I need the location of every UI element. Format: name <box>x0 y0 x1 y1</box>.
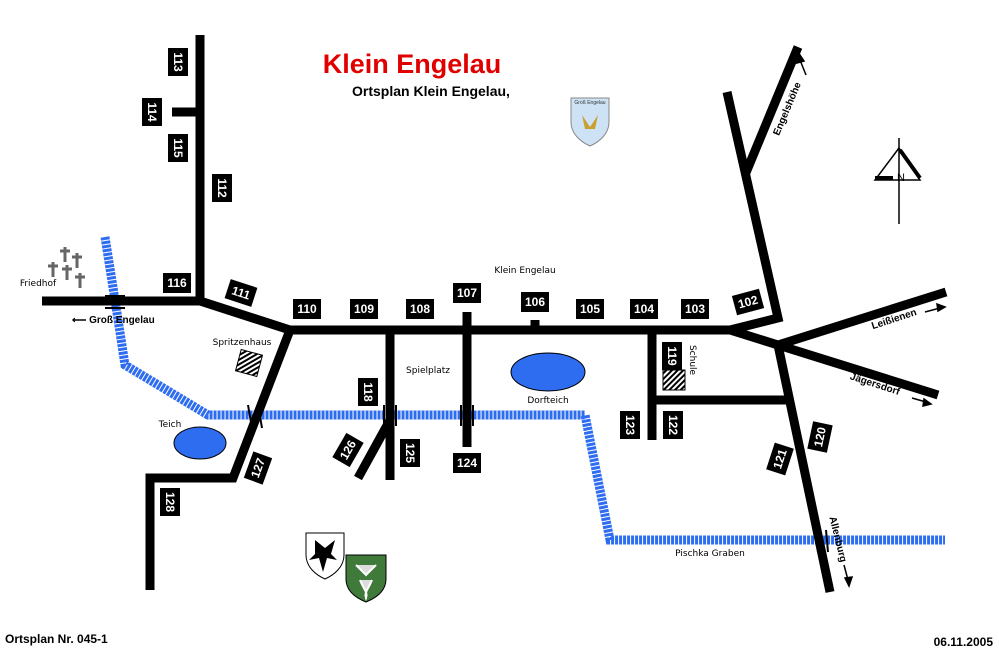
label-103: 103 <box>681 299 709 319</box>
plan-number: Ortsplan Nr. 045-1 <box>5 632 108 646</box>
label-102: 102 <box>731 288 765 316</box>
svg-text:111: 111 <box>230 283 252 302</box>
label-118: 118 <box>358 378 378 406</box>
label-112: 112 <box>212 174 232 202</box>
house-number-labels: 113 114 115 112 116 111 110 109 108 107 … <box>142 48 833 516</box>
svg-text:125: 125 <box>403 443 417 463</box>
svg-text:115: 115 <box>171 138 185 158</box>
teich-pond <box>173 426 227 460</box>
label-107: 107 <box>453 283 481 303</box>
svg-text:124: 124 <box>457 456 477 470</box>
label-114: 114 <box>142 98 162 126</box>
svg-text:123: 123 <box>623 415 637 435</box>
svg-text:112: 112 <box>215 178 229 198</box>
roads <box>42 35 948 593</box>
map-subtitle: Ortsplan Klein Engelau, <box>352 83 510 99</box>
coat-of-arms-gross-engelau: Groß Engelau <box>570 97 610 147</box>
school-building <box>662 369 686 391</box>
label-105: 105 <box>576 299 604 319</box>
svg-text:119: 119 <box>665 346 679 366</box>
firehouse-label: Spritzenhaus <box>213 338 272 348</box>
bridges <box>105 295 829 553</box>
label-120: 120 <box>807 421 833 453</box>
svg-text:120: 120 <box>811 425 829 448</box>
svg-text:102: 102 <box>737 293 760 312</box>
label-116: 116 <box>163 273 191 293</box>
label-110: 110 <box>293 299 321 319</box>
label-104: 104 <box>630 299 658 319</box>
map-title: Klein Engelau <box>323 49 502 79</box>
svg-text:103: 103 <box>685 302 705 316</box>
direction-gross-engelau: ⟵ Groß Engelau <box>72 315 155 326</box>
compass-label: N <box>897 172 905 184</box>
label-108: 108 <box>406 299 434 319</box>
svg-text:107: 107 <box>457 286 477 300</box>
svg-text:104: 104 <box>634 302 654 316</box>
label-127: 127 <box>243 451 273 485</box>
label-119: 119 <box>662 342 682 370</box>
spritzenhaus-building <box>234 348 264 378</box>
direction-arrows-icon <box>795 53 947 588</box>
plan-date: 06.11.2005 <box>934 635 994 649</box>
label-125: 125 <box>400 439 420 467</box>
svg-text:116: 116 <box>167 276 187 290</box>
compass-north-icon: N <box>873 138 922 224</box>
pond-label: Teich <box>158 420 182 430</box>
svg-text:113: 113 <box>171 52 185 72</box>
label-122: 122 <box>663 411 683 439</box>
svg-text:114: 114 <box>145 102 159 122</box>
label-126: 126 <box>332 432 364 468</box>
label-123: 123 <box>620 411 640 439</box>
label-128: 128 <box>160 488 180 516</box>
svg-text:108: 108 <box>410 302 430 316</box>
svg-text:105: 105 <box>580 302 600 316</box>
coat-of-arms-eagle <box>305 532 345 580</box>
label-111: 111 <box>224 279 258 307</box>
coat-of-arms-stag <box>345 554 387 603</box>
creek-label: Pischka Graben <box>675 549 745 559</box>
river <box>100 236 945 545</box>
label-115: 115 <box>168 134 188 162</box>
svg-text:109: 109 <box>354 302 374 316</box>
village-label: Klein Engelau <box>494 266 555 276</box>
svg-text:122: 122 <box>666 415 680 435</box>
dorfteich-pond <box>510 352 586 392</box>
svg-text:110: 110 <box>297 302 317 316</box>
svg-text:Groß Engelau: Groß Engelau <box>574 100 605 106</box>
label-121: 121 <box>766 442 794 476</box>
svg-text:128: 128 <box>163 492 177 512</box>
label-109: 109 <box>350 299 378 319</box>
school-label: Schule <box>687 345 697 376</box>
svg-text:121: 121 <box>770 447 790 471</box>
cemetery-label: Friedhof <box>20 279 57 289</box>
svg-text:127: 127 <box>248 456 268 480</box>
svg-text:118: 118 <box>361 382 375 402</box>
label-106: 106 <box>521 292 549 312</box>
svg-text:106: 106 <box>525 295 545 309</box>
label-113: 113 <box>168 48 188 76</box>
village-pond-label: Dorfteich <box>527 396 568 406</box>
label-124: 124 <box>453 453 481 473</box>
cemetery-crosses-icon <box>48 247 85 288</box>
playground-label: Spielplatz <box>406 366 450 376</box>
